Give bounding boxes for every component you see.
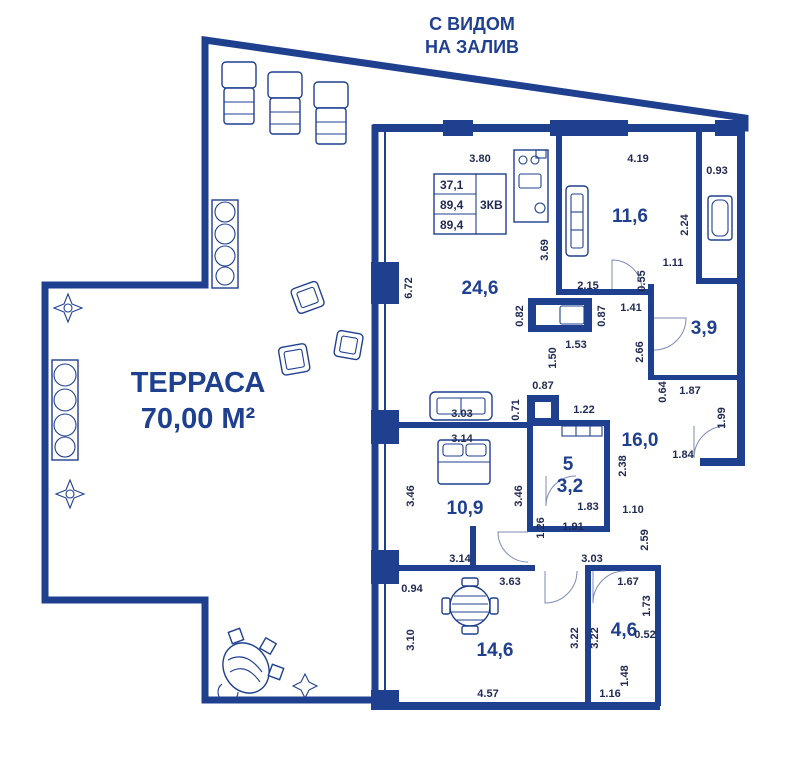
dim-label: 1.50 — [547, 347, 559, 368]
bed-icon — [437, 439, 491, 485]
room-area-hall: 16,0 — [622, 430, 659, 451]
dim-label: 3.46 — [513, 485, 525, 506]
dim-label: 0.82 — [514, 305, 526, 326]
dim-label: 0.55 — [636, 270, 648, 291]
sun-lounger-icons — [221, 61, 349, 145]
dim-label: 1.84 — [672, 449, 694, 461]
dim-label: 1.10 — [622, 504, 643, 516]
dim-label: 3.69 — [539, 239, 551, 260]
dim-label: 2.38 — [617, 455, 629, 476]
dim-label: 3.10 — [405, 629, 417, 650]
dim-label: 3.46 — [405, 485, 417, 506]
room-area-bedroom-sw: 14,6 — [477, 640, 514, 661]
room-number-storage: 5 — [563, 454, 574, 475]
dim-label: 2.15 — [577, 280, 598, 292]
info-type: 3КВ — [480, 198, 503, 212]
room-area-bath-ne: 3,9 — [691, 318, 717, 339]
dining-table-icon — [441, 577, 499, 635]
view-caption-line-2: НА ЗАЛИВ — [425, 37, 519, 57]
terrace-area: 70,00 М² — [141, 403, 256, 435]
info-row-3: 89,4 — [440, 218, 464, 232]
dim-label: 3.80 — [469, 153, 490, 165]
dim-label: 1.87 — [679, 385, 700, 397]
dim-label: 1.99 — [716, 407, 728, 428]
apartment-walls — [371, 120, 745, 710]
view-caption-line-1: С ВИДОМ — [429, 14, 515, 34]
plant-icons — [52, 292, 319, 700]
dim-label: 1.11 — [663, 257, 684, 269]
dim-label: 3.03 — [451, 408, 472, 420]
bathtub-icon — [707, 195, 733, 241]
terrace-label: ТЕРРАСА — [131, 367, 266, 399]
lounge-area-icon — [217, 627, 285, 703]
dim-label: 1.83 — [577, 501, 598, 513]
dim-label: 3.03 — [581, 553, 602, 565]
dim-label: 3.63 — [499, 576, 520, 588]
bedroom-sofa-icon — [565, 185, 589, 257]
dim-label: 0.71 — [510, 399, 522, 420]
room-areas: 24,6 11,6 3,9 16,0 5 3,2 10,9 14,6 4,6 — [447, 206, 718, 661]
dim-label: 1.91 — [562, 521, 583, 533]
dim-label: 1.26 — [535, 517, 547, 538]
dim-label: 1.41 — [620, 302, 641, 314]
dim-label: 0.87 — [532, 380, 553, 392]
room-area-storage: 3,2 — [557, 476, 583, 497]
planter-icons — [51, 199, 239, 461]
dim-label: 2.59 — [639, 529, 651, 550]
room-area-bedroom-w: 10,9 — [447, 498, 484, 519]
dim-label: 3.22 — [569, 627, 581, 648]
dim-label: 1.73 — [641, 595, 653, 616]
dim-label: 1.22 — [573, 404, 594, 416]
dim-label: 3.14 — [449, 553, 471, 565]
dim-label: 0.94 — [401, 583, 423, 595]
room-area-living: 24,6 — [462, 278, 499, 299]
dim-label: 1.16 — [599, 688, 620, 700]
info-row-1: 37,1 — [440, 178, 464, 192]
dim-label: 1.53 — [565, 339, 586, 351]
dim-label: 1.48 — [619, 665, 631, 686]
wash-unit-icon — [559, 305, 585, 325]
dim-label: 6.72 — [403, 277, 415, 298]
door-swings — [497, 259, 727, 604]
dim-label: 0.87 — [596, 305, 608, 326]
room-area-bedroom-ne: 11,6 — [612, 206, 648, 227]
info-row-2: 89,4 — [440, 198, 464, 212]
dim-label: 2.66 — [634, 341, 646, 362]
armchair-icons — [277, 280, 364, 376]
room-area-bath-s: 4,6 — [611, 620, 637, 641]
dim-label: 0.93 — [706, 165, 727, 177]
dim-label: 0.64 — [657, 380, 669, 402]
dim-label: 3.22 — [589, 627, 601, 648]
kitchen-icon — [513, 149, 549, 223]
dim-label: 3.14 — [451, 433, 473, 445]
wardrobe-icon — [561, 425, 603, 437]
dimension-labels: 3.80 4.19 0.93 2.24 1.11 6.72 3.69 2.15 … — [401, 153, 728, 700]
dim-label: 0.52 — [634, 629, 655, 641]
dim-label: 1.67 — [617, 576, 638, 588]
apartment-info-box: 37,1 89,4 89,4 3КВ — [433, 173, 507, 235]
sofa-icon — [429, 391, 493, 421]
dim-label: 4.19 — [627, 153, 648, 165]
dim-label: 2.24 — [679, 213, 691, 235]
dim-label: 4.57 — [477, 688, 498, 700]
